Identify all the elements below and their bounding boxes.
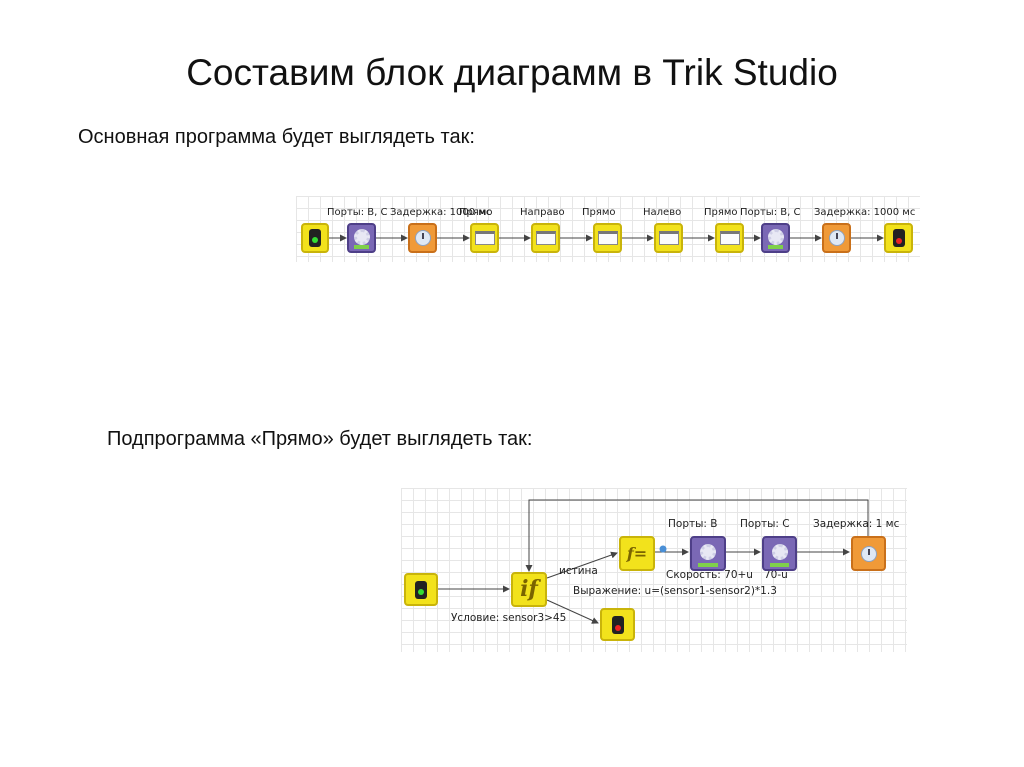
subprogram-straight-block[interactable]	[715, 223, 744, 253]
subprogram-label: Прямо	[582, 207, 616, 218]
if-block[interactable]: if	[511, 572, 547, 607]
speed-c-label: 70-u	[764, 569, 788, 581]
gear-icon	[700, 543, 716, 560]
traffic-light-red-icon	[611, 615, 624, 634]
traffic-light-green-icon	[309, 229, 321, 247]
motors-forward-block[interactable]	[347, 223, 376, 253]
ports-label: Порты: B, C	[327, 207, 388, 218]
motor-c-block[interactable]	[762, 536, 797, 571]
subprogram-label: Направо	[520, 207, 565, 218]
if-icon: if	[520, 576, 538, 602]
motor-b-block[interactable]	[690, 536, 726, 571]
subprogram-left-block[interactable]	[654, 223, 683, 253]
initial-node-block[interactable]	[301, 223, 329, 253]
delay-label: Задержка: 1000 мс	[814, 207, 916, 218]
expression-label: Выражение: u=(sensor1-sensor2)*1.3	[573, 585, 777, 597]
subprogram-label: Прямо	[704, 207, 738, 218]
clock-icon	[860, 545, 877, 562]
main-program-diagram: Порты: B, C Задержка: 1000 мс Прямо Напр…	[296, 196, 920, 262]
ports-c-label: Порты: C	[740, 518, 790, 530]
ports-b-label: Порты: B	[668, 518, 718, 530]
gear-icon	[771, 543, 788, 560]
subprogram-window-icon	[597, 231, 618, 245]
subprogram-label: Прямо	[459, 207, 493, 218]
subprogram-wires	[438, 499, 869, 624]
subprogram-window-icon	[535, 231, 556, 245]
true-branch-label: истина	[559, 565, 598, 577]
function-block[interactable]: f=	[619, 536, 655, 571]
timer-block[interactable]	[408, 223, 437, 253]
timer-block[interactable]	[822, 223, 851, 253]
main-program-caption: Основная программа будет выглядеть так:	[78, 126, 475, 148]
subprogram-label: Налево	[643, 207, 682, 218]
final-node-block[interactable]	[884, 223, 913, 253]
loop-wire	[525, 499, 869, 572]
subprogram-right-block[interactable]	[531, 223, 560, 253]
delay-label: Задержка: 1 мс	[813, 518, 900, 530]
traffic-light-green-icon	[415, 580, 427, 599]
subprogram-window-icon	[474, 231, 495, 245]
traffic-light-red-icon	[892, 229, 905, 247]
subprogram-caption: Подпрограмма «Прямо» будет выглядеть так…	[107, 428, 533, 450]
gear-icon	[353, 228, 370, 245]
delay-label: Задержка: 1000 мс	[390, 207, 492, 218]
function-icon: f=	[626, 544, 648, 563]
gear-icon	[767, 228, 784, 245]
final-node-block[interactable]	[600, 608, 635, 641]
clock-icon	[414, 230, 431, 246]
ports-label: Порты: B, C	[740, 207, 801, 218]
motors-stop-block[interactable]	[761, 223, 790, 253]
slide-title: Составим блок диаграмм в Trik Studio	[186, 52, 838, 93]
initial-node-block[interactable]	[404, 573, 438, 606]
forward-arrow-icon	[698, 563, 718, 567]
speed-label: Скорость: 70+u	[666, 569, 753, 581]
forward-arrow-icon	[354, 245, 369, 249]
forward-arrow-icon	[770, 563, 789, 567]
timer-block[interactable]	[851, 536, 886, 571]
connection-dot	[659, 545, 667, 553]
subprogram-window-icon	[658, 231, 679, 245]
wire	[546, 551, 618, 579]
subprogram-window-icon	[719, 231, 740, 245]
subprogram-diagram: Порты: B Порты: C Задержка: 1 мс истина …	[401, 488, 907, 652]
clock-icon	[828, 230, 845, 246]
wire	[546, 599, 599, 624]
subprogram-straight-block[interactable]	[470, 223, 499, 253]
forward-arrow-icon	[768, 245, 783, 249]
subprogram-straight-block[interactable]	[593, 223, 622, 253]
condition-label: Условие: sensor3>45	[451, 612, 567, 624]
main-program-wires	[329, 234, 884, 242]
